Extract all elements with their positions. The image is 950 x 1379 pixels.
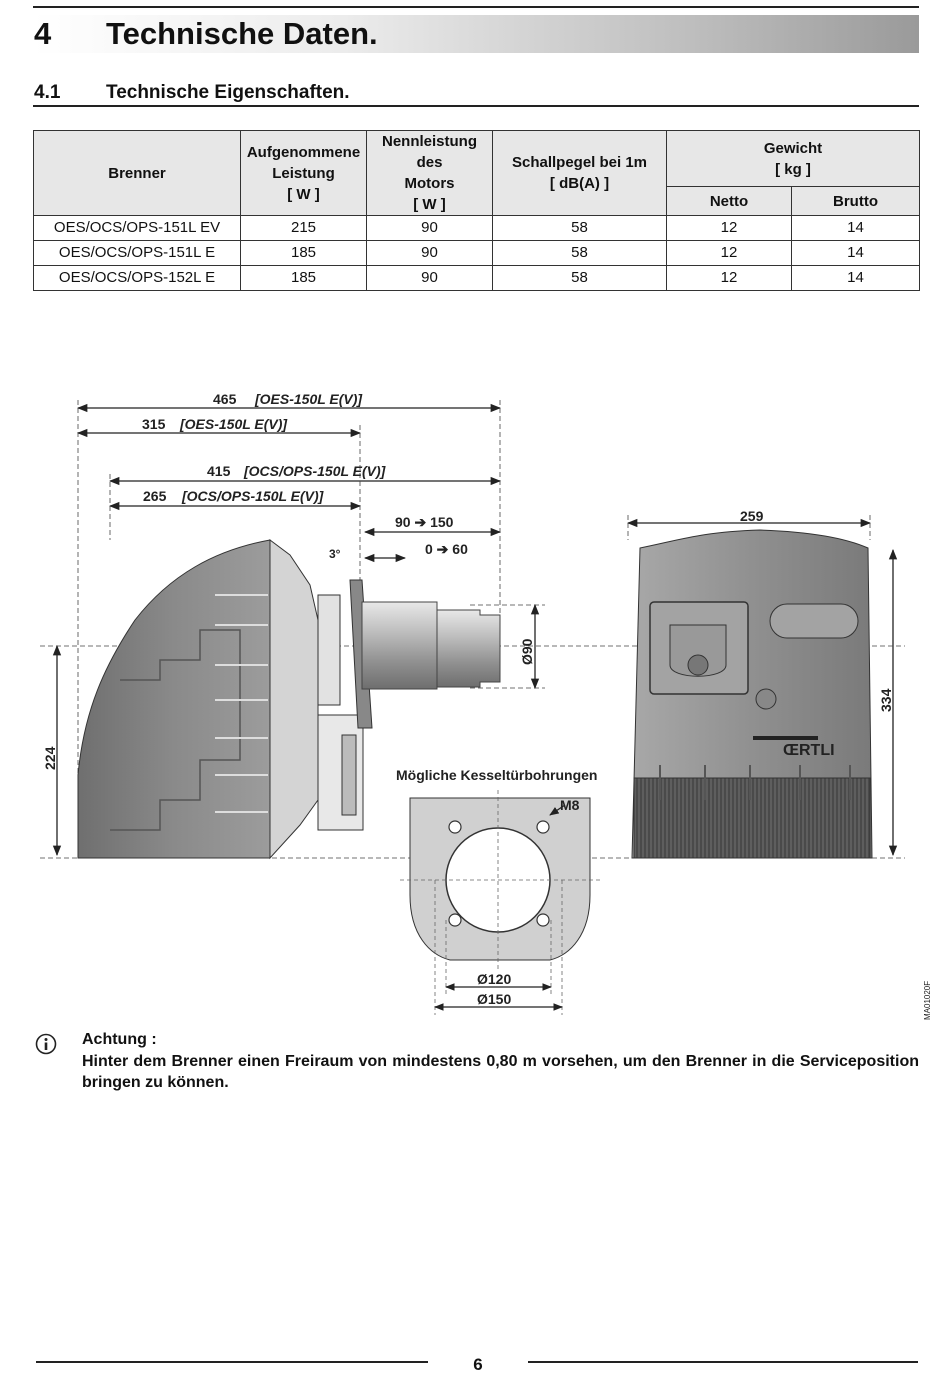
cell-model: OES/OCS/OPS-152L E	[33, 265, 241, 291]
cell-leistung: 185	[240, 240, 367, 266]
section-rule	[33, 105, 919, 107]
drawing-reference: MA01020F	[923, 981, 932, 1020]
header-netto: Netto	[666, 186, 792, 216]
burner-drawing: 465 [OES-150L E(V)] 315 [OES-150L E(V)] …	[40, 391, 932, 1020]
dim-315: 315	[142, 416, 166, 432]
dim-0-60: 0 ➔ 60	[425, 541, 468, 557]
notice-title: Achtung :	[82, 1031, 157, 1048]
header-leistung: Aufgenommene Leistung [ W ]	[240, 130, 367, 216]
cell-model: OES/OCS/OPS-151L EV	[33, 215, 241, 241]
cell-brutto: 14	[790, 265, 921, 291]
dim-angle: 3°	[329, 547, 341, 561]
cell-netto: 12	[666, 215, 792, 241]
top-rule	[33, 6, 919, 8]
cell-leistung: 215	[240, 215, 367, 241]
cell-motor: 90	[366, 265, 493, 291]
dim-tube: Ø90	[519, 638, 535, 665]
header-brenner: Brenner	[33, 130, 241, 216]
table-row: OES/OCS/OPS-152L E 185 90 58 12 14	[33, 265, 921, 291]
cell-netto: 12	[666, 240, 792, 266]
dim-334: 334	[878, 688, 894, 712]
dim-415: 415	[207, 463, 231, 479]
spec-table: Brenner Aufgenommene Leistung [ W ] Nenn…	[33, 129, 921, 291]
cell-model: OES/OCS/OPS-151L E	[33, 240, 241, 266]
table-row: OES/OCS/OPS-151L E 185 90 58 12 14	[33, 240, 921, 266]
dim-259: 259	[740, 508, 764, 524]
dim-224: 224	[42, 746, 58, 770]
cell-brutto: 14	[790, 240, 921, 266]
dim-415-label: [OCS/OPS-150L E(V)]	[243, 463, 387, 479]
dim-120: Ø120	[477, 971, 511, 987]
section-title: Technische Eigenschaften.	[106, 82, 350, 103]
cell-motor: 90	[366, 240, 493, 266]
cell-schall: 58	[492, 215, 667, 241]
footer-rule-left	[36, 1361, 428, 1363]
dim-150: Ø150	[477, 991, 511, 1007]
cell-leistung: 185	[240, 265, 367, 291]
dim-315-label: [OES-150L E(V)]	[179, 416, 288, 432]
chapter-number: 4	[34, 16, 52, 51]
cell-schall: 58	[492, 240, 667, 266]
page-number: 6	[473, 1355, 483, 1374]
oertli-logo: ŒRTLI	[783, 742, 835, 759]
cell-schall: 58	[492, 265, 667, 291]
burner-front-view: ŒRTLI	[631, 529, 873, 859]
header-brutto: Brutto	[790, 186, 921, 216]
header-schall: Schallpegel bei 1m [ dB(A) ]	[492, 130, 667, 216]
chapter-title: Technische Daten.	[106, 16, 378, 51]
notice-text: Hinter dem Brenner einen Freiraum von mi…	[82, 1053, 919, 1091]
section-number: 4.1	[34, 82, 61, 103]
dimension-lines	[52, 403, 898, 857]
dim-90-150: 90 ➔ 150	[395, 514, 454, 530]
flange-drilling-view: Mögliche Kesseltürbohrungen M8 Ø120 Ø150	[396, 767, 600, 1015]
cell-netto: 12	[666, 265, 792, 291]
flange-title: Mögliche Kesseltürbohrungen	[396, 767, 597, 783]
dim-265: 265	[143, 488, 167, 504]
footer-rule-right	[528, 1361, 918, 1363]
table-row: OES/OCS/OPS-151L EV 215 90 58 12 14	[33, 215, 921, 241]
dim-m8: M8	[560, 797, 580, 813]
info-icon	[35, 1033, 57, 1055]
dim-465: 465	[213, 391, 237, 407]
dim-265-label: [OCS/OPS-150L E(V)]	[181, 488, 325, 504]
header-motor: Nennleistung des Motors [ W ]	[366, 130, 493, 216]
cell-brutto: 14	[790, 215, 921, 241]
dim-465-label: [OES-150L E(V)]	[254, 391, 363, 407]
header-gewicht: Gewicht [ kg ]	[665, 129, 921, 188]
chapter-bar	[33, 15, 919, 53]
burner-side-view	[77, 539, 501, 860]
cell-motor: 90	[366, 215, 493, 241]
